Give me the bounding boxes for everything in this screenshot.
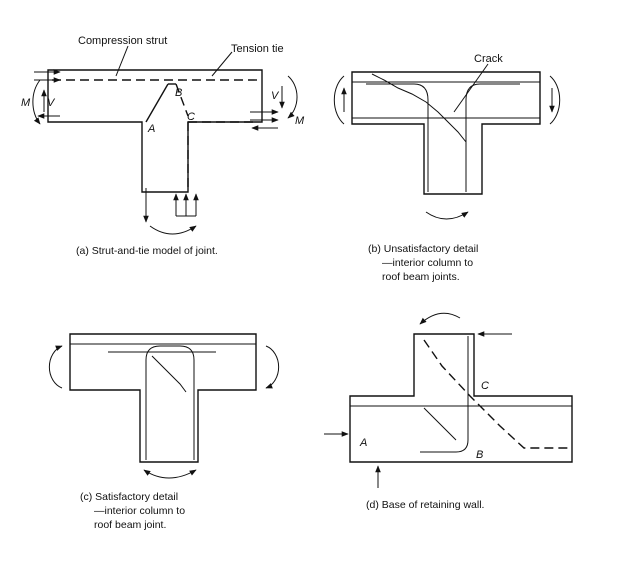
panel-a-joint-outline <box>47 69 263 193</box>
panel-a-left-moment-arc <box>32 79 41 125</box>
panel-a-label-V-right: V <box>271 90 280 102</box>
panel-d-stem-bar <box>420 336 469 453</box>
panel-a-strut-leader <box>115 45 129 77</box>
panel-d-top-moment-arc <box>419 312 461 325</box>
panel-a-strut-bc <box>175 83 189 117</box>
panel-c-joint-outline <box>69 333 257 463</box>
panel-d-node-C: C <box>481 380 489 392</box>
panel-a-right-moment-arc <box>287 75 298 119</box>
panel-a-node-A: A <box>147 123 155 135</box>
panel-c-crack <box>151 355 187 393</box>
panel-d-dashed-crack <box>423 339 568 449</box>
panel-b-crack <box>371 73 467 143</box>
panel-a-label-V-left: V <box>47 97 56 109</box>
panel-a-bottom-moment-arc <box>149 225 197 235</box>
panel-b-label-crack: Crack <box>474 53 503 65</box>
panel-a-label-M-left: M <box>21 97 31 109</box>
panel-c-right-moment-arc <box>265 345 280 389</box>
panel-b-right-column-bar <box>465 83 520 192</box>
panel-b-crack-leader <box>453 63 489 113</box>
panel-c-caption-line2: —interior column to <box>94 505 185 517</box>
panel-a-label-compression-strut: Compression strut <box>78 35 167 47</box>
panel-c-caption-line3: roof beam joint. <box>94 519 166 531</box>
panel-d-wall-outline <box>349 333 573 463</box>
panel-a-tie-leader <box>211 51 233 77</box>
panel-c-caption-line1: (c) Satisfactory detail <box>80 491 178 503</box>
panel-a-label-M-right: M <box>295 115 305 127</box>
panel-d-crack <box>423 407 457 441</box>
panel-c-column-hoop <box>145 345 195 460</box>
panel-a-label-tension-tie: Tension tie <box>231 43 284 55</box>
panel-b-caption-line1: (b) Unsatisfactory detail <box>368 243 478 255</box>
panel-a-node-B: B <box>175 87 182 99</box>
panel-d-retaining-wall-base: A B C (d) Base of retaining wall. <box>324 312 573 511</box>
panel-b-caption-line2: —interior column to <box>382 257 473 269</box>
panel-b-caption-line3: roof beam joints. <box>382 271 460 283</box>
panel-a-compression-strut <box>145 83 169 123</box>
panel-c-left-moment-arc <box>48 345 63 389</box>
panel-b-left-moment-arc <box>333 75 345 125</box>
panel-b-joint-outline <box>351 71 541 195</box>
panel-b-left-column-bar <box>366 83 429 192</box>
panel-b-bottom-moment-arc <box>425 211 469 220</box>
panel-a-strut-and-tie: M V V M Compression strut Tension tie A … <box>21 35 305 257</box>
panel-a-caption: (a) Strut-and-tie model of joint. <box>76 245 218 257</box>
panel-b-right-moment-arc <box>549 75 561 125</box>
panel-c-satisfactory-detail: (c) Satisfactory detail —interior column… <box>48 333 280 531</box>
panel-c-bottom-moment-arc <box>143 469 197 479</box>
panel-d-node-B: B <box>476 449 483 461</box>
panel-d-caption: (d) Base of retaining wall. <box>366 499 484 511</box>
panel-b-unsatisfactory-detail: Crack (b) Unsatisfactory detail —interio… <box>333 53 561 283</box>
panel-a-node-C: C <box>187 111 195 123</box>
panel-d-node-A: A <box>359 437 367 449</box>
